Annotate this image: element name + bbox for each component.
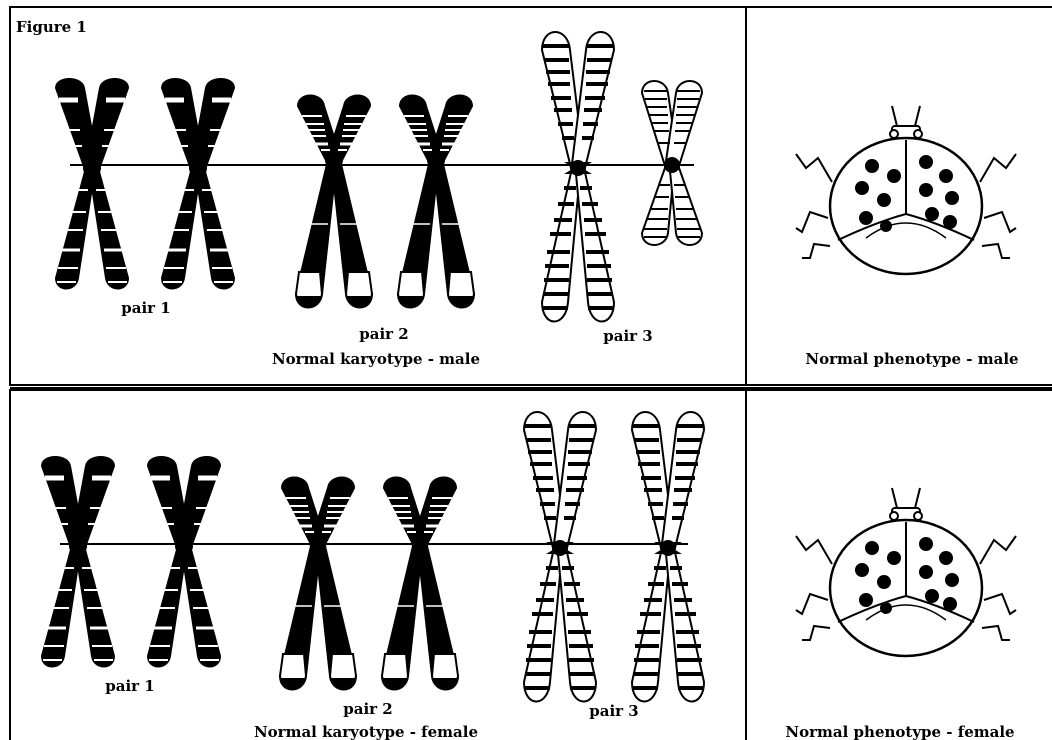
male-pair1-chromosome-b	[162, 79, 234, 289]
male-pair1-chromosome-a	[56, 79, 128, 289]
female-pair2-chromosome-a	[280, 478, 356, 690]
female-pair1-label: pair 1	[105, 677, 154, 695]
male-pair3-chromosome-a	[542, 32, 614, 322]
male-pair3-chromosome-small	[642, 81, 702, 245]
male-pair3-label: pair 3	[603, 327, 652, 345]
female-pair2-label: pair 2	[343, 700, 392, 718]
female-pair3-chromosome-b	[632, 412, 704, 702]
male-pair2-chromosome-b	[398, 96, 474, 308]
male-pair2-chromosome-a	[296, 96, 372, 308]
female-pair1-chromosome-b	[148, 457, 220, 667]
female-karyotype-caption: Normal karyotype - female	[254, 723, 478, 740]
female-karyotype: pair 1 pair 2 pair 3 Normal karyotype - …	[42, 412, 704, 740]
female-pair3-chromosome-a	[524, 412, 596, 702]
female-pair3-label: pair 3	[589, 702, 638, 720]
male-phenotype-caption: Normal phenotype - male	[805, 350, 1018, 368]
male-pair1-label: pair 1	[121, 299, 170, 317]
male-pair2-label: pair 2	[359, 325, 408, 343]
figure-label: Figure 1	[16, 18, 87, 36]
male-karyotype: pair 1 pair 2 pair 3 Normal karyotype - …	[56, 32, 702, 368]
female-pair1-chromosome-a	[42, 457, 114, 667]
male-ladybug-phenotype	[796, 106, 1016, 274]
male-karyotype-caption: Normal karyotype - male	[272, 350, 480, 368]
female-phenotype-caption: Normal phenotype - female	[785, 723, 1014, 740]
female-ladybug-phenotype	[796, 488, 1016, 656]
female-pair2-chromosome-b	[382, 478, 458, 690]
